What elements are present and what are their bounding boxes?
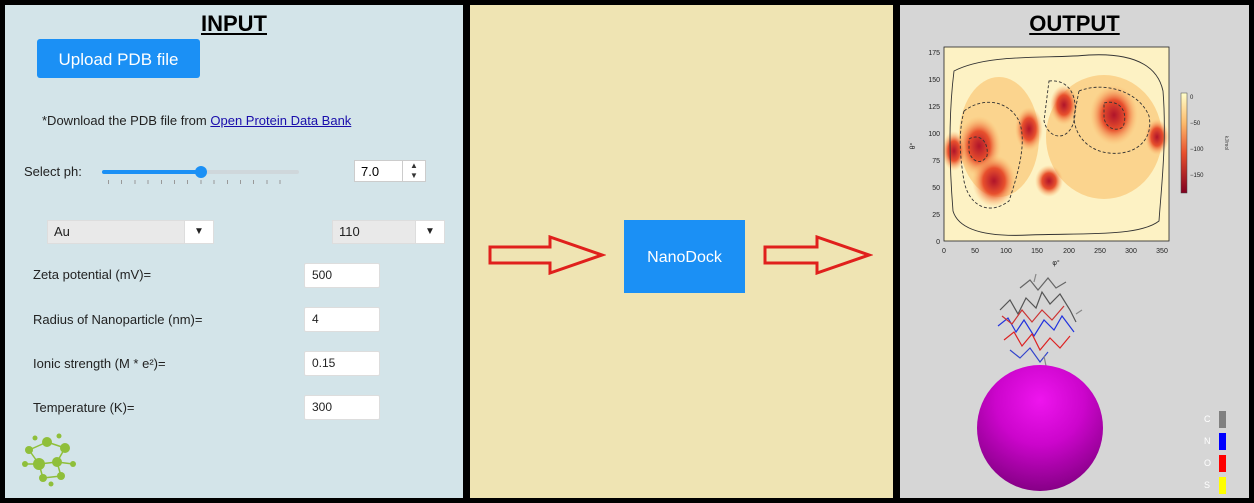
ionic-strength-input[interactable]: 0.15	[304, 351, 380, 376]
y-tick-label: 50	[932, 185, 940, 192]
legend-label-n: N	[1204, 436, 1211, 446]
zeta-potential-label: Zeta potential (mV)=	[33, 267, 152, 282]
y-tick-label: 0	[936, 239, 940, 246]
material-select[interactable]: Au ▼	[47, 220, 214, 244]
legend-swatch-o	[1219, 455, 1226, 472]
open-protein-data-bank-link[interactable]: Open Protein Data Bank	[210, 113, 352, 128]
process-panel: NanoDock	[470, 5, 893, 498]
facet-select-value: 110	[339, 224, 360, 239]
chevron-down-icon[interactable]: ▼	[184, 221, 213, 243]
colorbar-tick: 0	[1190, 95, 1194, 101]
y-tick-label: 125	[928, 104, 940, 111]
y-tick-label: 175	[928, 50, 940, 57]
spin-down-icon[interactable]: ▼	[410, 171, 418, 180]
y-tick-label: 75	[932, 158, 940, 165]
legend-label-c: C	[1204, 414, 1211, 424]
atom-color-legend: C N O S	[1204, 411, 1226, 494]
ph-slider-thumb[interactable]	[194, 166, 207, 178]
y-tick-label: 150	[928, 77, 940, 84]
temperature-label: Temperature (K)=	[33, 400, 135, 415]
input-heading: INPUT	[201, 11, 267, 36]
radius-label: Radius of Nanoparticle (nm)=	[33, 312, 203, 327]
contour-lines	[949, 54, 1165, 236]
right-arrow-icon	[763, 235, 873, 275]
colorbar-ticks: 0 −50 −100 −150	[1190, 95, 1204, 179]
y-tick-labels: 0 25 50 75 100 125 150 175	[928, 50, 940, 246]
ph-spinner[interactable]: ▲ ▼	[402, 161, 425, 181]
x-axis-label: φ°	[1052, 259, 1060, 267]
ph-value: 7.0	[361, 164, 380, 179]
energy-map-plot: 0 25 50 75 100 125 150 175 0 50 100 150 …	[909, 46, 1229, 267]
x-tick-label: 150	[1031, 248, 1043, 255]
material-select-value: Au	[54, 224, 70, 239]
ph-label: Select ph:	[24, 164, 82, 179]
x-tick-labels: 0 50 100 150 200 250 300 350	[942, 248, 1168, 255]
spin-up-icon[interactable]: ▲	[410, 161, 418, 170]
colorbar-label: kJ/mol	[1223, 136, 1229, 150]
x-tick-label: 0	[942, 248, 946, 255]
nanodock-button[interactable]: NanoDock	[624, 220, 745, 293]
input-panel: INPUT Upload PDB file *Download the PDB …	[5, 5, 463, 498]
colorbar	[1180, 92, 1188, 194]
zeta-potential-input[interactable]: 500	[304, 263, 380, 288]
ph-slider-fill	[102, 170, 201, 174]
x-tick-label: 300	[1125, 248, 1137, 255]
y-tick-label: 100	[928, 131, 940, 138]
temperature-input[interactable]: 300	[304, 395, 380, 420]
colorbar-tick: −150	[1190, 173, 1204, 179]
x-tick-label: 100	[1000, 248, 1012, 255]
colorbar-tick: −100	[1190, 147, 1204, 153]
nanoparticle-logo-icon	[22, 433, 76, 487]
download-note: *Download the PDB file from Open Protein…	[42, 113, 351, 128]
download-note-text: *Download the PDB file from	[42, 113, 207, 128]
legend-swatch-s	[1219, 477, 1226, 494]
legend-swatch-c	[1219, 411, 1226, 428]
ph-number-input[interactable]: 7.0 ▲ ▼	[354, 160, 426, 182]
output-panel: OUTPUT	[900, 5, 1249, 498]
x-tick-label: 200	[1063, 248, 1075, 255]
radius-input[interactable]: 4	[304, 307, 380, 332]
facet-select[interactable]: 110 ▼	[332, 220, 445, 244]
colorbar-tick: −50	[1190, 121, 1201, 127]
y-axis-label: θ°	[909, 142, 917, 149]
output-heading: OUTPUT	[1029, 11, 1120, 36]
x-tick-label: 50	[971, 248, 979, 255]
y-tick-label: 25	[932, 212, 940, 219]
legend-label-o: O	[1204, 458, 1211, 468]
right-arrow-icon	[488, 235, 606, 275]
nanoparticle-sphere	[977, 365, 1103, 491]
legend-label-s: S	[1204, 480, 1210, 490]
ph-slider[interactable]	[102, 166, 299, 178]
chevron-down-icon[interactable]: ▼	[415, 221, 444, 243]
x-tick-label: 250	[1094, 248, 1106, 255]
upload-pdb-button[interactable]: Upload PDB file	[37, 39, 200, 78]
x-tick-label: 350	[1156, 248, 1168, 255]
energy-hotspots	[942, 75, 1169, 207]
ionic-strength-label: Ionic strength (M * e²)=	[33, 356, 166, 371]
legend-swatch-n	[1219, 433, 1226, 450]
ph-slider-ticks	[108, 180, 293, 184]
protein-structure-icon	[997, 273, 1083, 367]
